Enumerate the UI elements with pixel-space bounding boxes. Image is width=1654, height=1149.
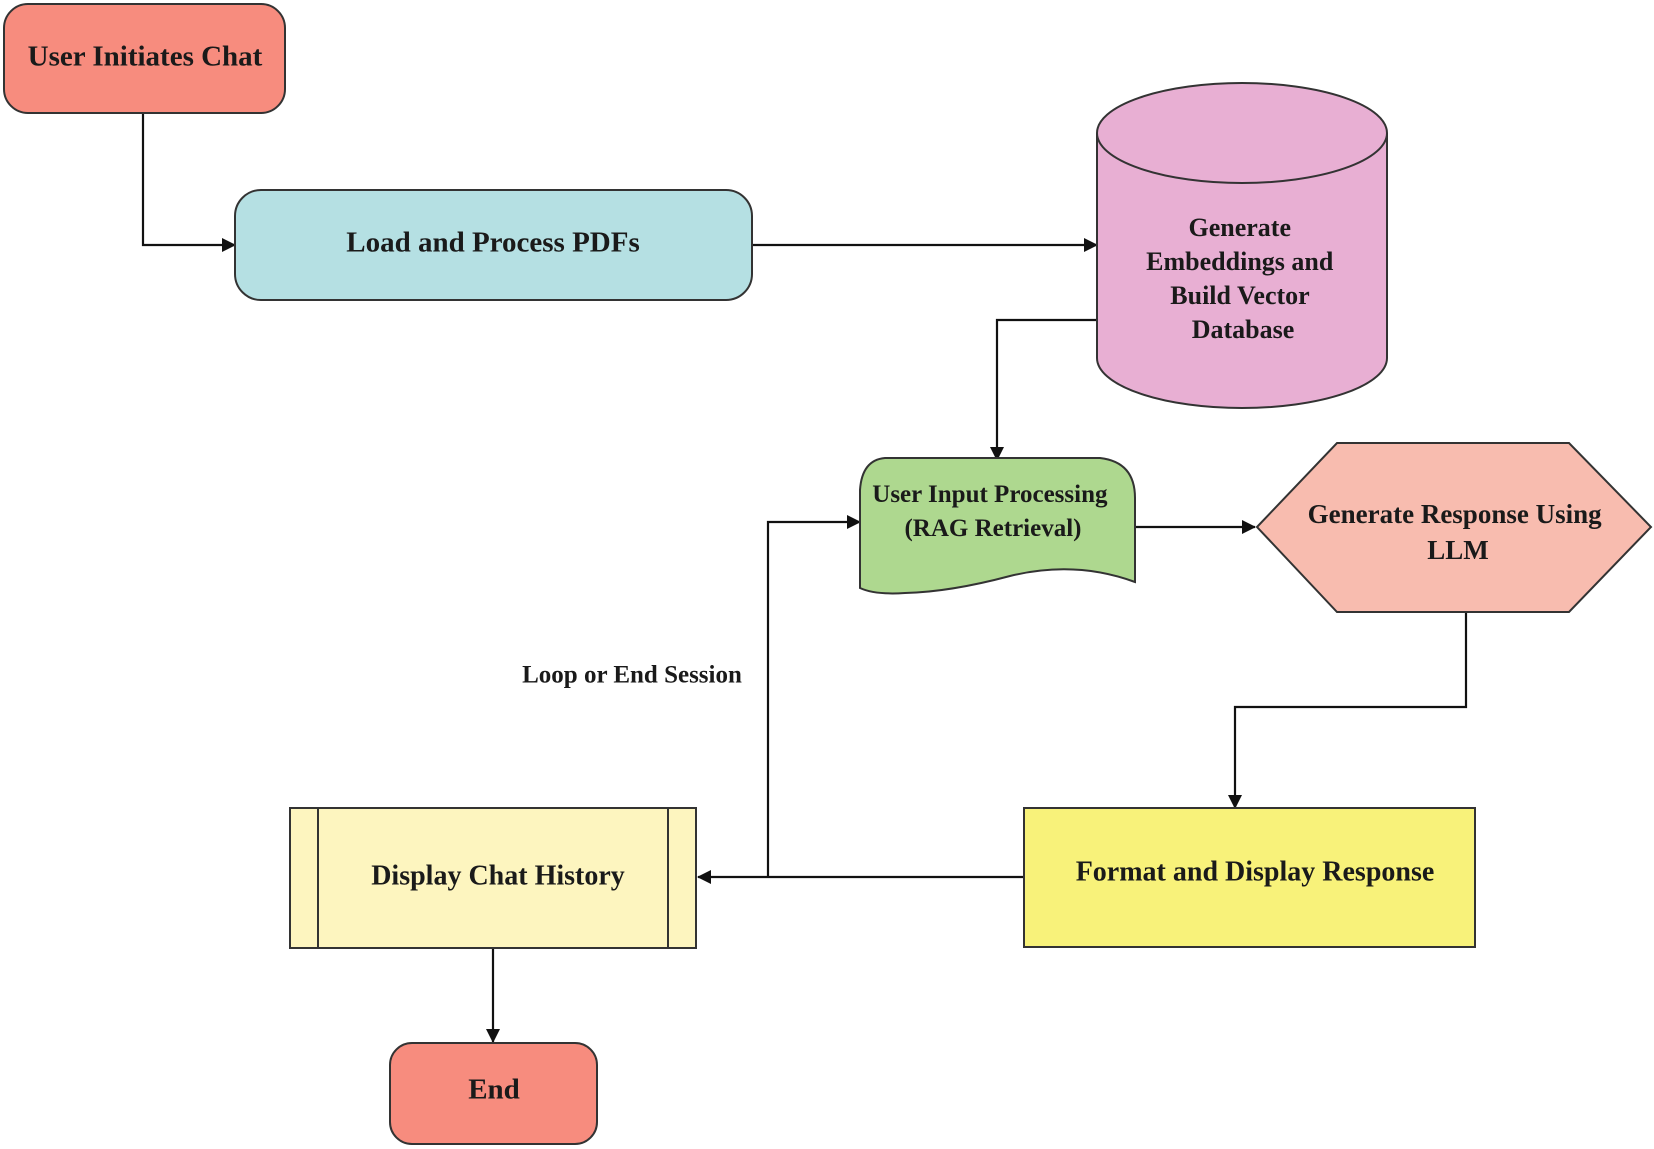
edge-loop-back-to-input xyxy=(766,515,861,877)
format-display-label: Format and Display Response xyxy=(1076,856,1435,887)
user-input-label: User Input Processing (RAG Retrieval) xyxy=(872,481,1113,542)
load-pdfs-node: Load and Process PDFs xyxy=(234,189,753,301)
end-node: End xyxy=(389,1042,598,1145)
database-cylinder-rim xyxy=(1096,132,1388,184)
document-shape xyxy=(859,457,1136,595)
generate-response-node: Generate Response Using LLM xyxy=(1255,442,1653,613)
end-node-label: End xyxy=(468,1074,520,1106)
edge-response-to-format xyxy=(1228,612,1468,809)
start-node: User Initiates Chat xyxy=(3,3,286,114)
embeddings-database-label: Generate Embeddings and Build Vector Dat… xyxy=(1146,213,1340,344)
generate-response-label: Generate Response Using LLM xyxy=(1308,499,1609,565)
chat-history-node: Display Chat History xyxy=(289,807,697,949)
edge-embeddings-to-input xyxy=(990,318,1097,461)
load-pdfs-label: Load and Process PDFs xyxy=(346,227,640,259)
user-input-node: User Input Processing (RAG Retrieval) xyxy=(859,457,1136,595)
edge-start-to-load xyxy=(141,113,236,252)
database-cylinder-body xyxy=(1096,82,1388,409)
format-display-node: Format and Display Response xyxy=(1023,807,1476,948)
chat-history-label: Display Chat History xyxy=(371,860,625,891)
start-node-label: User Initiates Chat xyxy=(28,41,263,73)
embeddings-database-node: Generate Embeddings and Build Vector Dat… xyxy=(1096,82,1388,409)
loop-edge-label: Loop or End Session xyxy=(522,662,742,689)
